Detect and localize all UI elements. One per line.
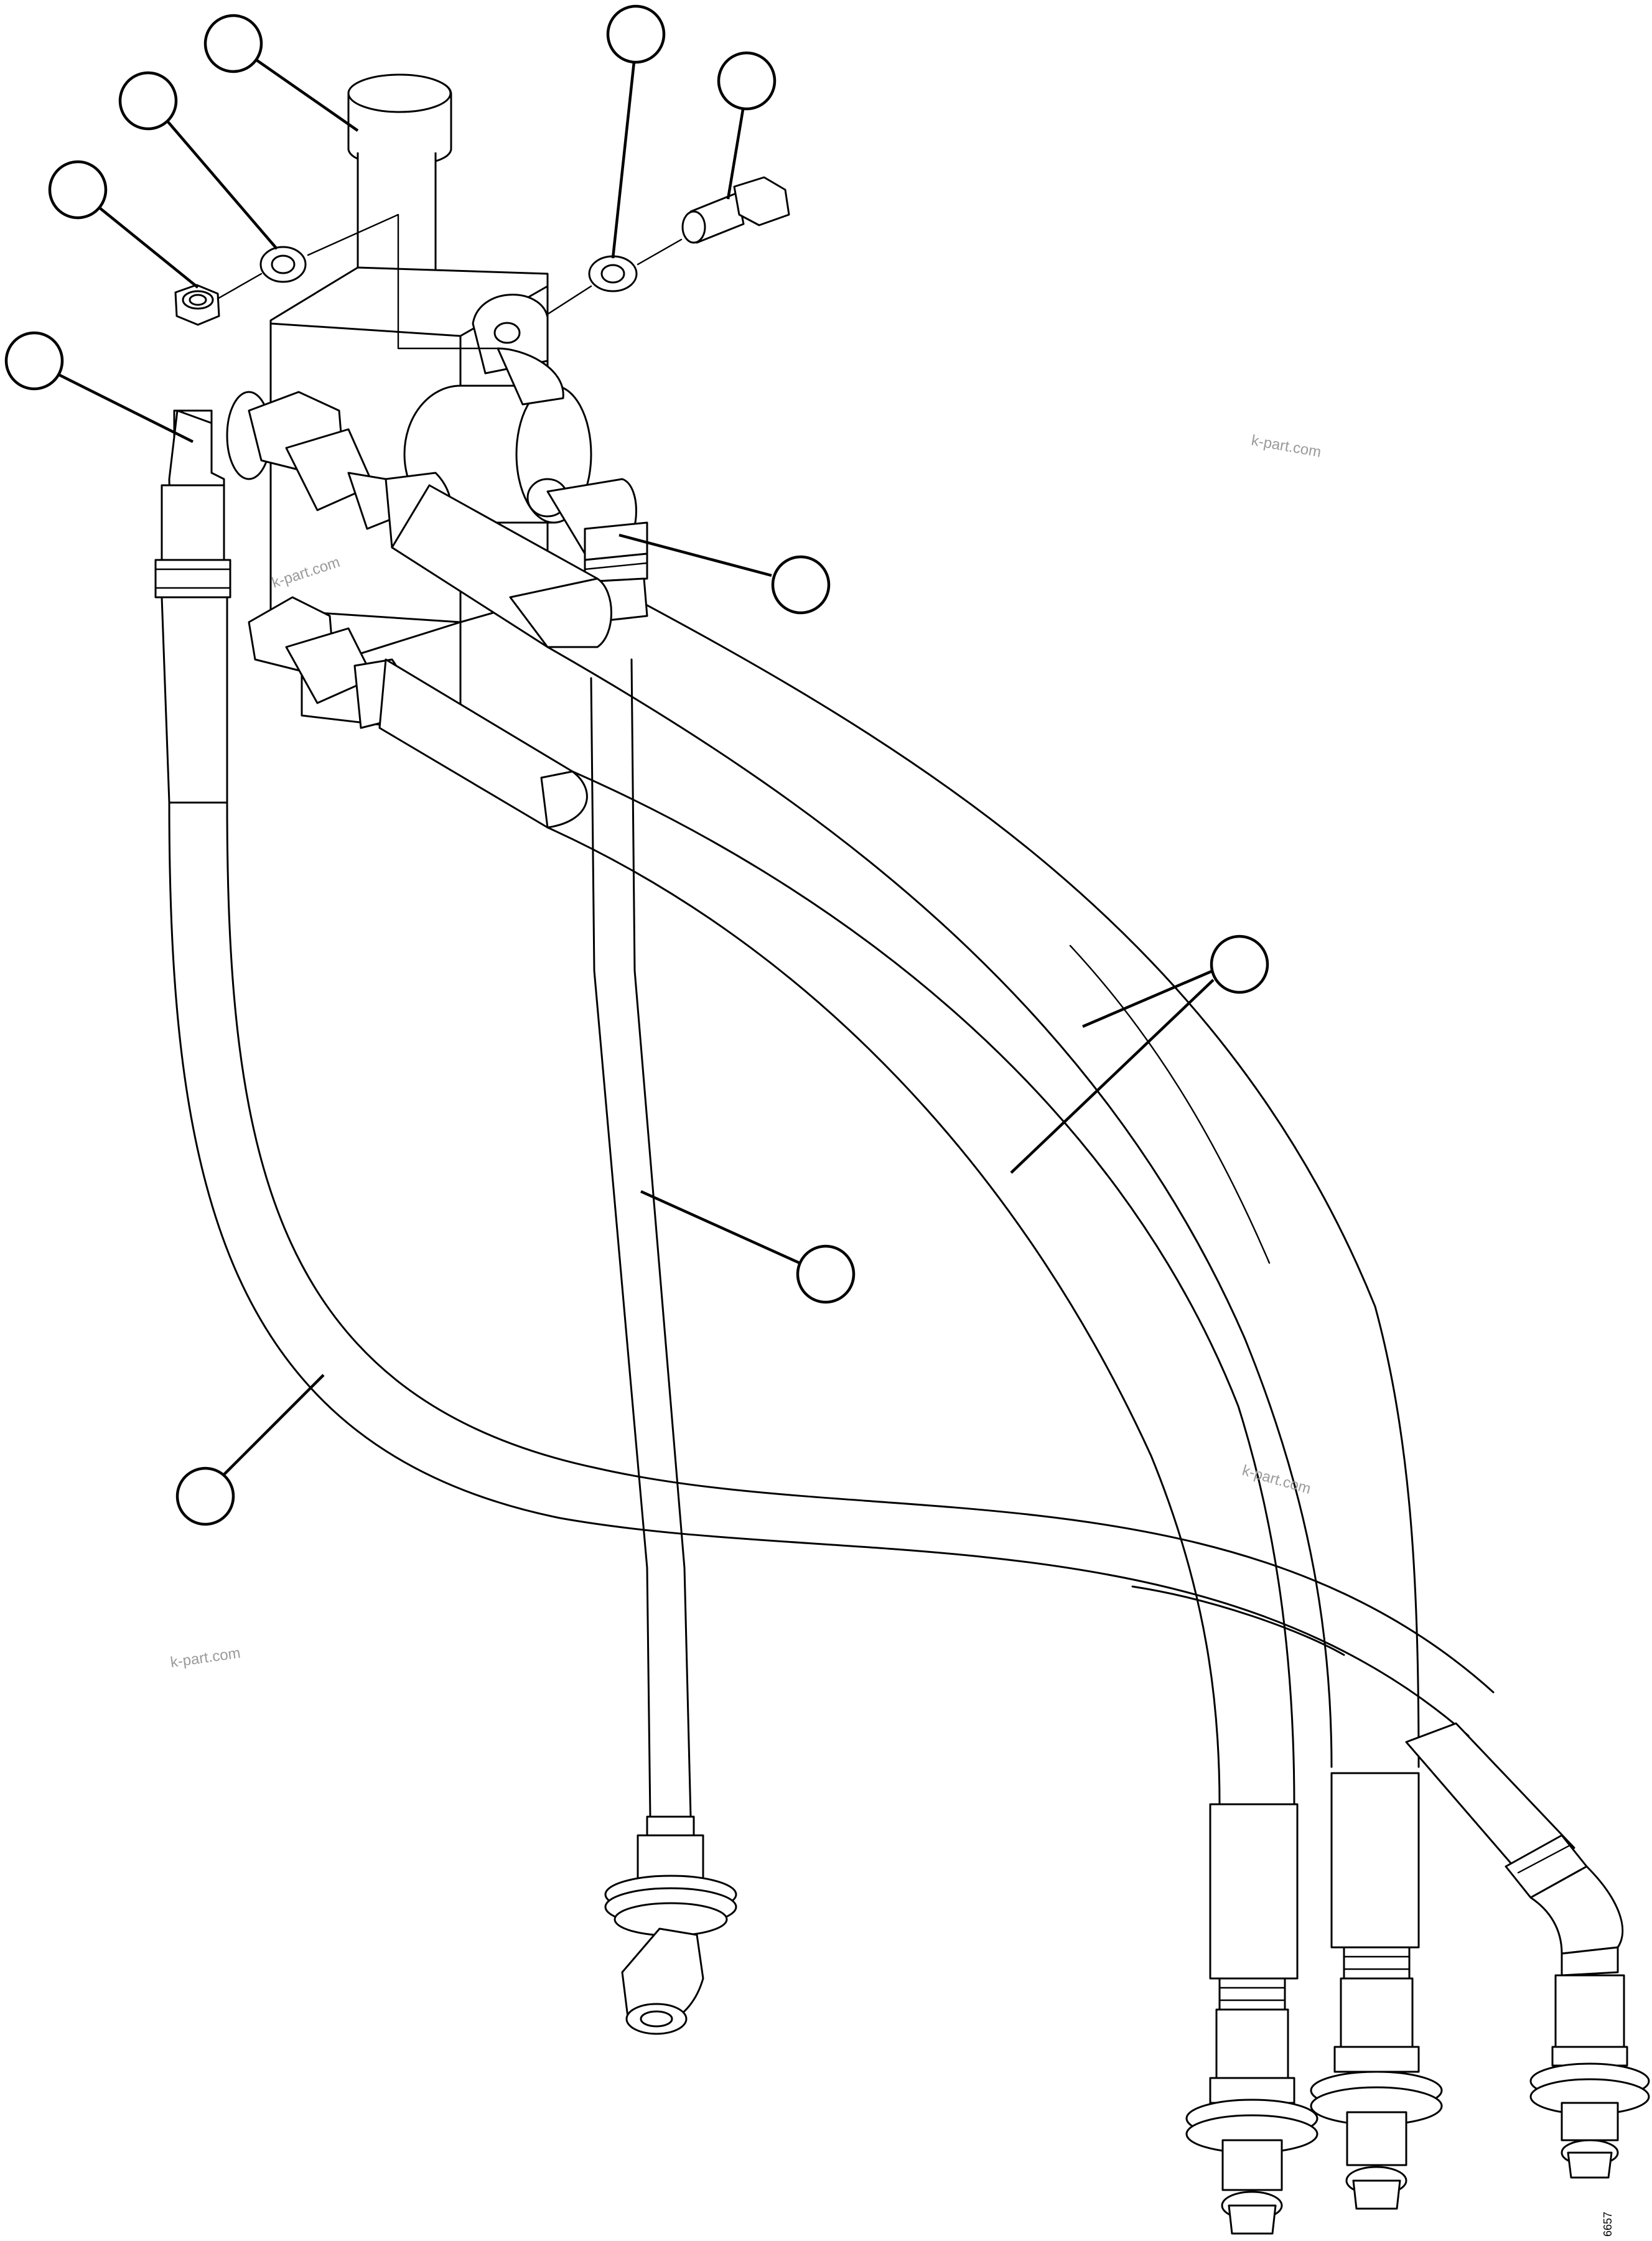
nut — [174, 284, 220, 326]
figure-code: 6657 — [1602, 2212, 1614, 2237]
callout-2[interactable] — [118, 71, 278, 250]
watermark-1: k-part.com — [1250, 432, 1322, 460]
callout-7[interactable] — [618, 533, 831, 615]
outer-large-hose — [546, 577, 1420, 1768]
lower-swivel-fitting — [248, 596, 588, 829]
watermarks: k-part.com k-part.com k-part.com k-part.… — [169, 432, 1322, 1671]
callout-3[interactable] — [48, 160, 199, 289]
callout-1[interactable] — [203, 14, 359, 132]
callout-8[interactable] — [1010, 934, 1269, 1174]
center-tube — [590, 658, 692, 1818]
callout-9[interactable] — [640, 1190, 856, 1304]
outer-hose-end-fitting — [1310, 1772, 1443, 2210]
left-hose-end-fitting — [1405, 1722, 1650, 2179]
left-washer — [259, 246, 307, 283]
watermark-3: k-part.com — [1240, 1462, 1312, 1498]
watermark-4: k-part.com — [169, 1644, 241, 1671]
center-tube-end-fitting — [604, 1815, 737, 2035]
callout-6[interactable] — [4, 331, 194, 444]
callout-4[interactable] — [606, 4, 666, 259]
upper-swivel-fitting — [248, 391, 612, 648]
bolt — [681, 176, 790, 244]
callout-5[interactable] — [717, 51, 777, 200]
callouts — [4, 4, 1269, 1526]
right-washer — [588, 255, 638, 292]
callout-10[interactable] — [175, 1374, 325, 1526]
inner-hose-end-fitting — [1185, 1803, 1318, 2235]
left-elbow-fitting — [154, 409, 231, 804]
assembly-centerlines — [217, 213, 683, 350]
inner-large-hose — [546, 770, 1295, 1805]
